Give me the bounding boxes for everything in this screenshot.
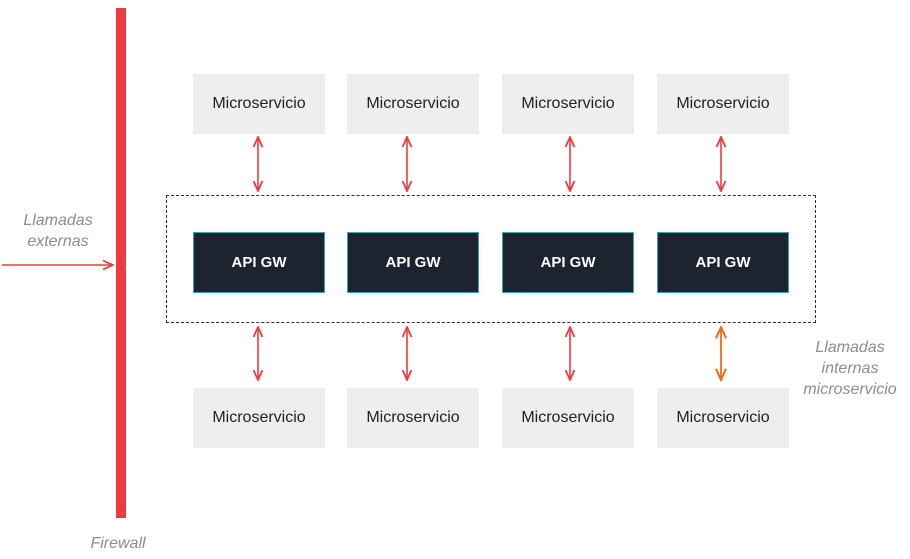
microservice-bottom-3: Microservicio [502,388,634,448]
microservice-bottom-2: Microservicio [347,388,479,448]
api-gateway-3: API GW [502,232,634,293]
api-gateway-1: API GW [193,232,325,293]
microservice-bottom-4: Microservicio [657,388,789,448]
firewall-bar [116,8,126,518]
firewall-label: Firewall [90,535,146,552]
external-calls-label: Llamadas externas [23,212,93,250]
microservice-top-3: Microservicio [502,74,634,134]
api-gateway-4: API GW [657,232,789,293]
microservice-top-4: Microservicio [657,74,789,134]
api-gateway-2: API GW [347,232,479,293]
microservice-top-1: Microservicio [193,74,325,134]
microservice-bottom-1: Microservicio [193,388,325,448]
microservice-top-2: Microservicio [347,74,479,134]
internal-calls-label: Llamadas internas microservicio [803,339,897,398]
api-gateway-group [166,195,816,323]
